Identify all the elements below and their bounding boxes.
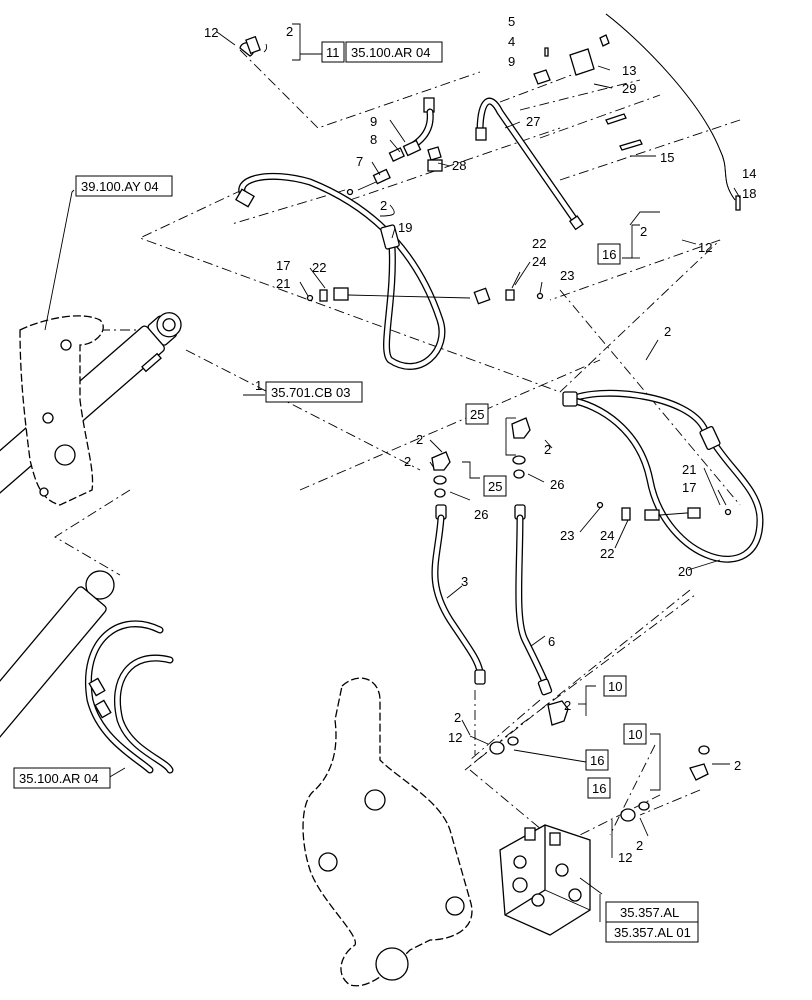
callout-17: 17	[682, 480, 696, 495]
callout-2: 2	[454, 710, 461, 725]
callout-2: 2	[404, 454, 411, 469]
callout-13: 13	[622, 63, 636, 78]
ref-link-35-100-ar-04-top[interactable]: 35.100.AR 04	[351, 45, 431, 60]
callout-12: 12	[448, 730, 462, 745]
reference-links: 35.100.AR 04 39.100.AY 04 35.701.CB 03 3…	[13, 41, 699, 943]
callout-2: 2	[734, 758, 741, 773]
ref-link-35-357-al-01[interactable]: 35.357.AL 01	[614, 925, 691, 940]
callout-29: 29	[622, 81, 636, 96]
callout-24: 24	[600, 528, 614, 543]
right-hose-20	[562, 389, 764, 563]
callout-24: 24	[532, 254, 546, 269]
callout-2: 2	[416, 432, 423, 447]
item-box-11: 11	[326, 45, 340, 60]
callout-20: 20	[678, 564, 692, 579]
callout-23: 23	[560, 528, 574, 543]
callout-2: 2	[544, 442, 551, 457]
callout-26: 26	[550, 477, 564, 492]
callout-27: 27	[526, 114, 540, 129]
callout-17: 17	[276, 258, 290, 273]
callout-4: 4	[508, 34, 515, 49]
cylinder-detail-left	[0, 570, 174, 774]
ref-link-35-100-ar-04-left[interactable]: 35.100.AR 04	[19, 771, 99, 786]
callout-6: 6	[548, 634, 555, 649]
callout-2: 2	[564, 698, 571, 713]
callout-21: 21	[682, 462, 696, 477]
callout-8: 8	[370, 132, 377, 147]
callout-22: 22	[312, 260, 326, 275]
callout-9: 9	[508, 54, 515, 69]
callout-12: 12	[204, 25, 218, 40]
callout-3: 3	[461, 574, 468, 589]
top-fittings	[239, 13, 741, 231]
item-box-16: 16	[602, 247, 616, 262]
ref-link-35-701-cb-03[interactable]: 35.701.CB 03	[271, 385, 351, 400]
item-box-10: 10	[628, 727, 642, 742]
item-box-25: 25	[470, 407, 484, 422]
callout-1: 1	[255, 378, 262, 393]
callout-14: 14	[742, 166, 756, 181]
callout-12: 12	[698, 240, 712, 255]
control-valve	[499, 824, 591, 936]
callout-18: 18	[742, 186, 756, 201]
callout-7: 7	[356, 154, 363, 169]
item-box-10: 10	[608, 679, 622, 694]
ref-link-39-100-ay-04[interactable]: 39.100.AY 04	[81, 179, 159, 194]
callout-19: 19	[398, 220, 412, 235]
upper-hose-19	[235, 172, 544, 370]
boxed-item-numbers: 11 16 25 25 10 16 10 16	[321, 41, 647, 799]
callout-2: 2	[286, 24, 293, 39]
tubes-3-6	[431, 417, 710, 822]
ref-link-35-357-al[interactable]: 35.357.AL	[620, 905, 679, 920]
callout-21: 21	[276, 276, 290, 291]
callout-22: 22	[600, 546, 614, 561]
leader-lines	[44, 23, 741, 922]
item-box-16: 16	[592, 781, 606, 796]
callout-numbers: 12 2 5 4 9 13 29 9 8 7 28 27 15 14 18 2 …	[204, 14, 756, 865]
callout-12: 12	[618, 850, 632, 865]
item-box-16: 16	[590, 753, 604, 768]
callout-2: 2	[380, 198, 387, 213]
callout-28: 28	[452, 158, 466, 173]
callout-23: 23	[560, 268, 574, 283]
callout-26: 26	[474, 507, 488, 522]
item-box-25: 25	[488, 479, 502, 494]
callout-9: 9	[370, 114, 377, 129]
callout-22: 22	[532, 236, 546, 251]
callout-2: 2	[636, 838, 643, 853]
callout-2: 2	[664, 324, 671, 339]
callout-15: 15	[660, 150, 674, 165]
loader-arm-lower	[302, 677, 473, 987]
loader-frame-left	[19, 315, 104, 506]
callout-2: 2	[640, 224, 647, 239]
callout-5: 5	[508, 14, 515, 29]
